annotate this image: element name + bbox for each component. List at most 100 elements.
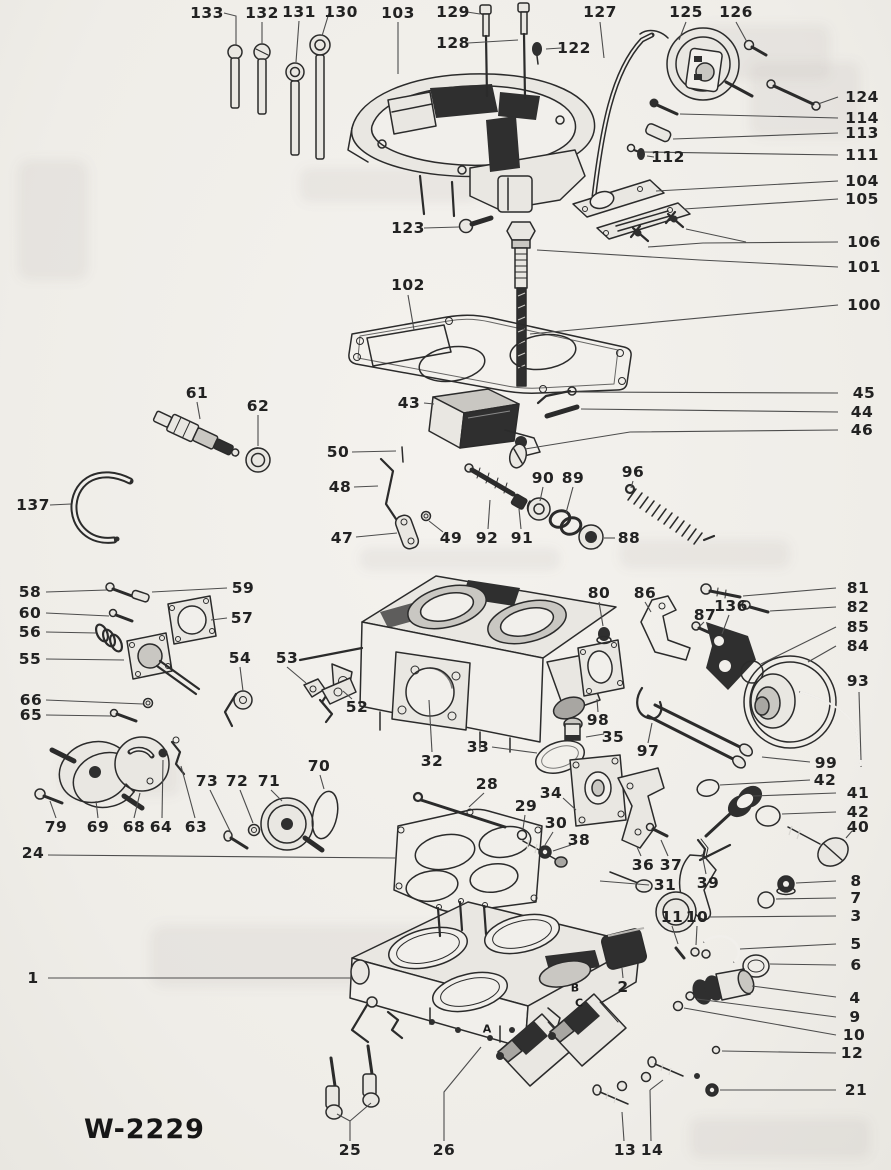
callout-58: 58 (19, 583, 42, 601)
part-screw-82 (741, 600, 770, 614)
part-fuel-pipe-127 (591, 32, 655, 199)
leader-line-13 (621, 1111, 625, 1142)
leader-line-131 (295, 20, 300, 63)
reference-letter-A: A (483, 1023, 492, 1036)
leader-line-34 (562, 797, 577, 811)
callout-85: 85 (847, 618, 870, 636)
callout-11: 11 (661, 908, 684, 926)
leader-line-12 (721, 1050, 837, 1054)
part-screw-130 (309, 34, 331, 160)
part-clips-106 (629, 210, 685, 243)
callout-68: 68 (123, 818, 146, 836)
callout-102: 102 (391, 276, 425, 294)
callout-79: 79 (45, 818, 68, 836)
part-washer-66 (142, 697, 154, 709)
callout-45: 45 (853, 384, 876, 402)
part-screw-79 (34, 788, 64, 805)
callout-8: 8 (850, 872, 861, 890)
callout-137: 137 (16, 496, 50, 514)
part-flange-98 (577, 639, 625, 697)
callout-53: 53 (276, 649, 299, 667)
leader-line-133 (223, 12, 237, 45)
part-ball-64 (158, 748, 168, 758)
callout-43: 43 (398, 394, 421, 412)
part-screw-114 (649, 98, 679, 116)
part-hairpin-97 (636, 686, 754, 769)
callout-55: 55 (19, 650, 42, 668)
callout-100: 100 (847, 296, 881, 314)
leader-line-45 (576, 391, 839, 394)
callout-35: 35 (602, 728, 625, 746)
callout-111: 111 (845, 146, 879, 164)
callout-14: 14 (641, 1141, 664, 1159)
leader-line-79 (49, 800, 57, 819)
part-knurled-nut-91 (510, 493, 528, 510)
callout-93: 93 (847, 672, 870, 690)
part-screw-122 (532, 42, 542, 65)
leader-line-130 (321, 12, 330, 37)
leader-line-7 (775, 897, 837, 900)
leader-line-106 (685, 228, 747, 243)
leader-line-129 (466, 11, 481, 15)
leader-line-41 (752, 792, 837, 797)
callout-6: 6 (850, 956, 861, 974)
leader-line-81 (742, 587, 837, 597)
part-nut-21 (705, 1083, 719, 1097)
part-hose-137 (70, 471, 134, 544)
part-nut-72 (247, 823, 261, 837)
leader-line-64 (161, 759, 164, 819)
callout-105: 105 (845, 190, 879, 208)
callout-86: 86 (634, 584, 657, 602)
part-solenoid-26b (548, 993, 627, 1067)
callout-5: 5 (850, 935, 861, 953)
leader-line-32 (428, 699, 433, 753)
parts-artwork (34, 2, 862, 1120)
callout-131: 131 (282, 3, 316, 21)
leader-line-29 (522, 814, 526, 830)
leader-line-91 (518, 508, 522, 530)
leader-line-69 (95, 800, 99, 819)
part-screw-123 (458, 215, 494, 234)
callout-63: 63 (185, 818, 208, 836)
callout-47: 47 (331, 529, 354, 547)
callout-89: 89 (562, 469, 585, 487)
leader-line-46 (524, 429, 839, 450)
callout-13: 13 (614, 1141, 637, 1159)
leader-line-37 (660, 839, 669, 857)
part-screw-58 (105, 582, 150, 603)
callout-81: 81 (847, 579, 870, 597)
part-lever-54 (223, 690, 253, 728)
leader-line-99 (761, 756, 811, 763)
part-gasket-102 (348, 314, 632, 394)
part-pin-12 (711, 1045, 721, 1055)
leader-line-35 (585, 733, 605, 738)
leader-line-57 (210, 617, 228, 621)
leader-line-58 (45, 589, 108, 593)
leader-line-14 (649, 1089, 652, 1142)
leader-line-85 (760, 626, 837, 665)
part-rod-48 (379, 457, 398, 521)
callout-44: 44 (851, 403, 874, 421)
part-stud-100 (516, 287, 527, 387)
leader-line-98 (596, 698, 599, 713)
leader-line-25 (349, 1102, 372, 1122)
callout-112: 112 (651, 148, 685, 166)
leader-line-86 (644, 601, 652, 613)
part-stud-128 (517, 2, 530, 100)
leader-line-5 (739, 943, 837, 950)
leader-line-63 (180, 765, 196, 819)
part-plug-112 (637, 148, 645, 160)
callout-50: 50 (327, 443, 350, 461)
callout-97: 97 (637, 742, 660, 760)
callout-127: 127 (583, 3, 617, 21)
leader-line-33 (491, 746, 538, 754)
callout-25: 25 (339, 1141, 362, 1159)
leader-line-42 (781, 811, 837, 815)
part-ring-6 (742, 954, 770, 978)
leader-line-112 (646, 155, 655, 158)
callout-72: 72 (226, 772, 249, 790)
callout-122: 122 (557, 39, 591, 57)
